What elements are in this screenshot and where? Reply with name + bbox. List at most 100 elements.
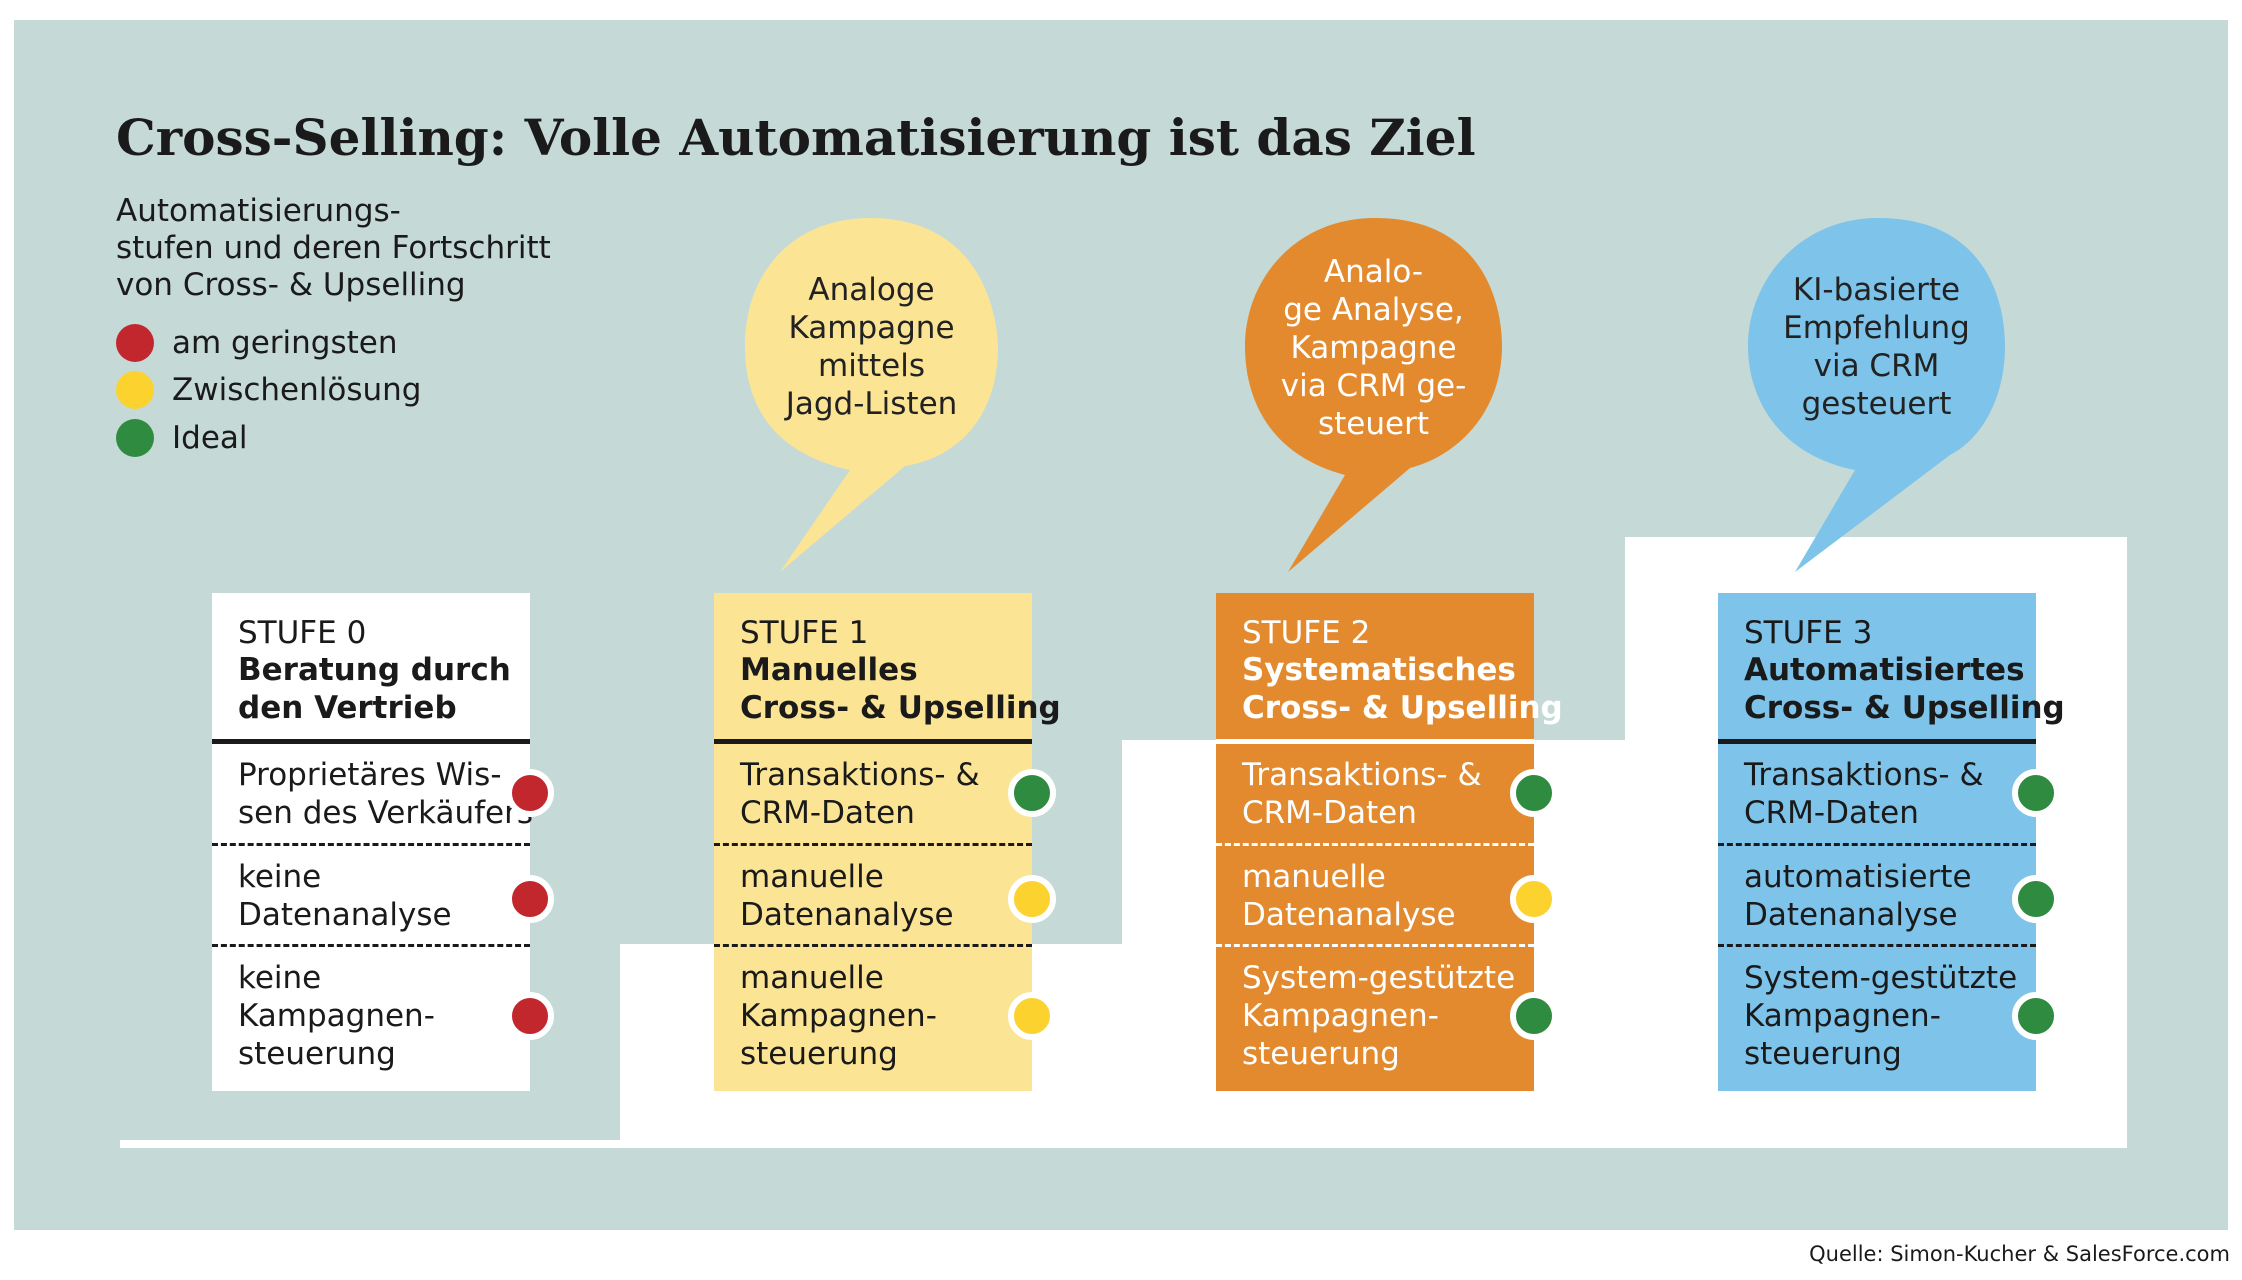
criterion-line: Datenanalyse: [238, 897, 452, 933]
header-divider: [1718, 739, 2036, 744]
criterion-line: keine: [238, 859, 322, 895]
status-green-icon: [1510, 992, 1558, 1040]
criterion-line: steuerung: [238, 1036, 396, 1072]
criterion-line: Kampagnen-: [1744, 998, 1941, 1034]
criterion-row: keine Kampagnen- steuerung: [212, 947, 530, 1087]
stage-header: STUFE 2 Systematisches Cross- & Upsellin…: [1216, 593, 1563, 739]
criterion-row: Transaktions- & CRM-Daten: [1216, 744, 1534, 836]
criterion-line: Proprietäres Wis-: [238, 757, 502, 793]
staircase-steps: [120, 537, 2127, 1148]
header-divider: [714, 739, 1032, 744]
bubble-line: KI-basierte: [1792, 272, 1961, 308]
stage-card-1: STUFE 1 Manuelles Cross- & Upselling Tra…: [714, 593, 1061, 1091]
stage-number: STUFE 2: [1242, 615, 1371, 651]
criterion-text: automatisierte Datenanalyse: [1744, 858, 1972, 934]
stage-number: STUFE 3: [1744, 615, 1873, 651]
bubble-line: Kampagne: [788, 310, 955, 346]
stage-name-line: Manuelles: [740, 652, 918, 688]
criterion-row: Transaktions- & CRM-Daten: [714, 744, 1032, 836]
stage-name-line: Systematisches: [1242, 652, 1516, 688]
speech-bubble-stage2: [1245, 218, 1502, 572]
criterion-line: Kampagnen-: [1242, 998, 1439, 1034]
yellow-dot-icon: [116, 371, 154, 409]
bubble-line: steuert: [1318, 406, 1429, 442]
criterion-text: keine Kampagnen- steuerung: [238, 959, 435, 1073]
row-divider: [1718, 944, 2036, 947]
criterion-row: automatisierte Datenanalyse: [1718, 846, 2036, 938]
criterion-line: CRM-Daten: [740, 795, 915, 831]
criterion-line: Transaktions- &: [1744, 757, 1984, 793]
stage-name-line: Cross- & Upselling: [740, 690, 1061, 726]
status-red-icon: [506, 769, 554, 817]
stage-name-line: Cross- & Upselling: [1242, 690, 1563, 726]
criterion-text: System-gestützte Kampagnen- steuerung: [1744, 959, 2017, 1073]
status-green-icon: [2012, 875, 2060, 923]
legend-item-green: Ideal: [116, 418, 248, 458]
row-divider: [714, 944, 1032, 947]
legend-item-red: am geringsten: [116, 323, 398, 363]
criterion-text: manuelle Kampagnen- steuerung: [740, 959, 937, 1073]
stage-name: Automatisiertes Cross- & Upselling: [1744, 651, 2065, 727]
criterion-row: manuelle Kampagnen- steuerung: [714, 947, 1032, 1087]
criterion-line: System-gestützte: [1744, 960, 2018, 996]
row-divider: [1216, 843, 1534, 846]
bubble-line: Analo-: [1323, 254, 1424, 290]
criterion-line: Kampagnen-: [740, 998, 937, 1034]
stage-name: Manuelles Cross- & Upselling: [740, 651, 1061, 727]
criterion-row: Proprietäres Wis- sen des Verkäufers: [212, 744, 534, 836]
row-divider: [1718, 843, 2036, 846]
criterion-line: Datenanalyse: [1242, 897, 1456, 933]
criterion-row: keine Datenanalyse: [212, 846, 530, 938]
speech-bubble-stage3: [1748, 218, 2005, 572]
stage-card-2: STUFE 2 Systematisches Cross- & Upsellin…: [1216, 593, 1563, 1091]
bubble-line: gesteuert: [1801, 386, 1952, 422]
bubble-line: Kampagne: [1290, 330, 1457, 366]
row-divider: [212, 944, 530, 947]
stage-name-line: Cross- & Upselling: [1744, 690, 2065, 726]
red-dot-icon: [116, 324, 154, 362]
criterion-line: manuelle: [740, 960, 884, 996]
stage-name-line: Beratung durch: [238, 652, 511, 688]
page-title: Cross-Selling: Volle Automatisierung ist…: [116, 108, 1476, 167]
bubble-line: via CRM: [1813, 348, 1940, 384]
criterion-line: manuelle: [740, 859, 884, 895]
bubble-line: via CRM ge-: [1280, 368, 1467, 404]
subtitle-line: stufen und deren Fortschritt: [116, 230, 551, 266]
status-red-icon: [506, 875, 554, 923]
status-yellow-icon: [1008, 992, 1056, 1040]
subtitle-line: von Cross- & Upselling: [116, 267, 466, 303]
subtitle: Automatisierungs- stufen und deren Forts…: [116, 193, 551, 304]
criterion-line: steuerung: [740, 1036, 898, 1072]
criterion-line: Datenanalyse: [1744, 897, 1958, 933]
criterion-text: keine Datenanalyse: [238, 858, 452, 934]
criterion-row: System-gestützte Kampagnen- steuerung: [1718, 947, 2036, 1087]
criterion-line: CRM-Daten: [1744, 795, 1919, 831]
criterion-text: Transaktions- & CRM-Daten: [1242, 756, 1482, 832]
criterion-text: Transaktions- & CRM-Daten: [740, 756, 980, 832]
criterion-line: automatisierte: [1744, 859, 1972, 895]
status-yellow-icon: [1008, 875, 1056, 923]
row-divider: [714, 843, 1032, 846]
criterion-line: System-gestützte: [1242, 960, 1516, 996]
stage-number: STUFE 1: [740, 615, 869, 651]
criterion-line: sen des Verkäufers: [238, 795, 534, 831]
stage-header: STUFE 1 Manuelles Cross- & Upselling: [714, 593, 1061, 739]
criterion-row: manuelle Datenanalyse: [1216, 846, 1534, 938]
criterion-line: manuelle: [1242, 859, 1386, 895]
stage-name: Systematisches Cross- & Upselling: [1242, 651, 1563, 727]
legend-label: am geringsten: [172, 325, 398, 361]
status-yellow-icon: [1510, 875, 1558, 923]
row-divider: [1216, 944, 1534, 947]
criterion-line: steuerung: [1744, 1036, 1902, 1072]
legend-label: Zwischenlösung: [172, 372, 422, 408]
header-divider: [212, 739, 530, 744]
subtitle-line: Automatisierungs-: [116, 193, 401, 229]
stage-header: STUFE 0 Beratung durch den Vertrieb: [212, 593, 530, 739]
stage-header: STUFE 3 Automatisiertes Cross- & Upselli…: [1718, 593, 2065, 739]
criterion-line: CRM-Daten: [1242, 795, 1417, 831]
stage-name-line: den Vertrieb: [238, 690, 457, 726]
status-red-icon: [506, 992, 554, 1040]
criterion-text: Transaktions- & CRM-Daten: [1744, 756, 1984, 832]
bubble-text-stage3: KI-basierte Empfehlung via CRM gesteuert: [1748, 262, 2005, 432]
bubble-text-stage1: Analoge Kampagne mittels Jagd-Listen: [745, 262, 998, 432]
